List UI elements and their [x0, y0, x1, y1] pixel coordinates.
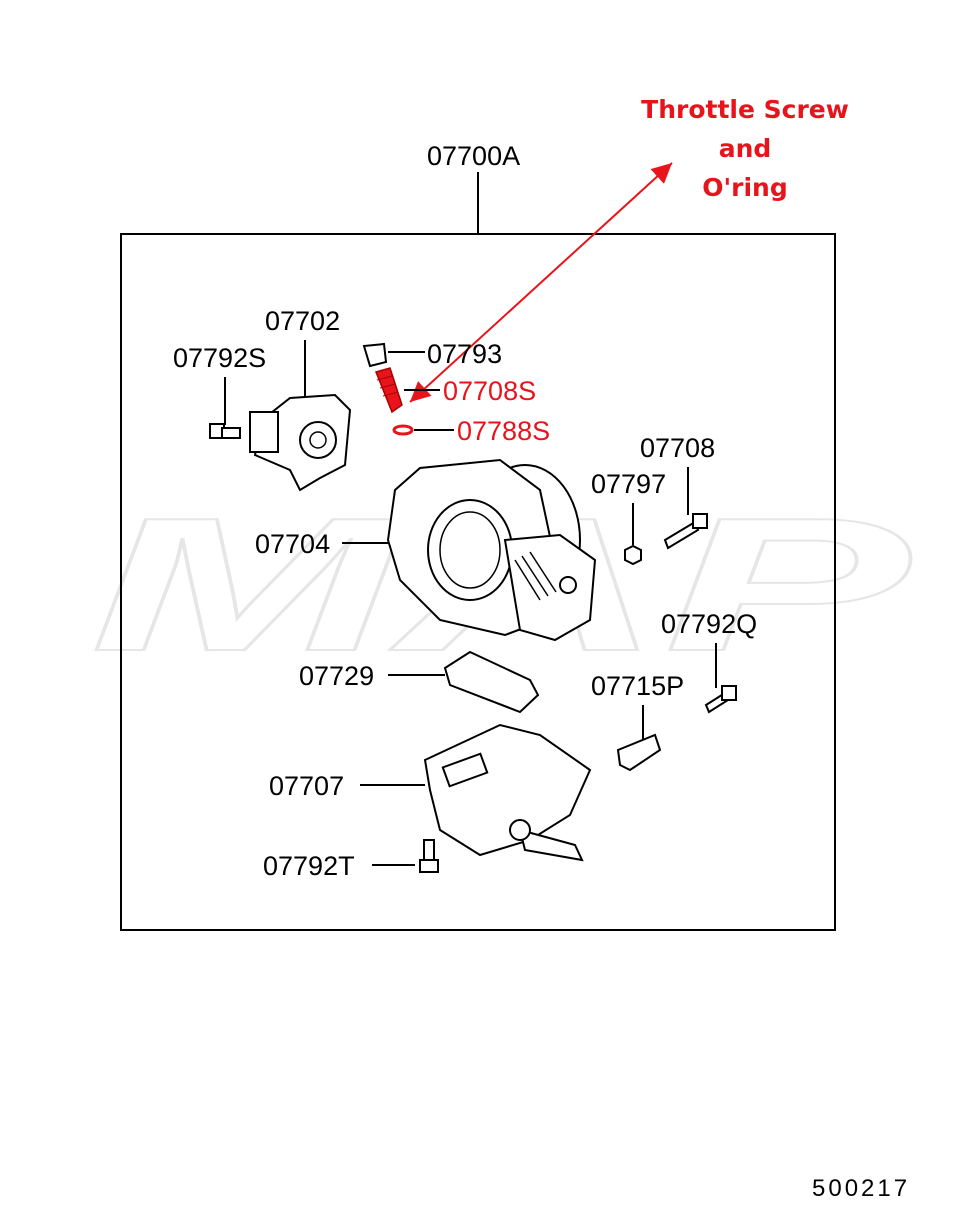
nut-07797[interactable]	[624, 544, 642, 566]
label-07792T[interactable]: 07792T	[263, 851, 355, 881]
bolt-07708[interactable]	[663, 513, 708, 550]
diagram-code: 500217	[812, 1175, 910, 1202]
connector-07715P[interactable]	[616, 733, 662, 772]
o-ring-07788S[interactable]	[392, 424, 414, 436]
label-07788S[interactable]: 07788S	[457, 416, 550, 446]
part-labels: 07702 07792S 07793 07708S 07788S 07708 0…	[173, 306, 757, 881]
label-07793[interactable]: 07793	[427, 339, 502, 369]
label-07792Q[interactable]: 07792Q	[661, 609, 757, 639]
throttle-position-sensor[interactable]	[249, 393, 352, 492]
sensor-screw[interactable]	[209, 423, 241, 439]
idle-speed-control-07707[interactable]	[423, 723, 592, 862]
label-07708[interactable]: 07708	[640, 433, 715, 463]
throttle-screw-07708S[interactable]	[374, 367, 403, 414]
label-07707[interactable]: 07707	[269, 771, 344, 801]
leader-lines	[224, 340, 717, 866]
label-07704[interactable]: 07704	[255, 529, 330, 559]
svg-text:and: and	[719, 134, 772, 163]
throttle-body[interactable]	[386, 458, 597, 642]
label-07702[interactable]: 07702	[265, 306, 340, 336]
label-07715P[interactable]: 07715P	[591, 671, 684, 701]
annotation-arrow	[409, 162, 673, 403]
throttle-screw-annotation: Throttle Screw and O'ring	[641, 95, 849, 202]
label-07792S[interactable]: 07792S	[173, 343, 266, 373]
gasket-07729[interactable]	[443, 650, 540, 714]
label-07797[interactable]: 07797	[591, 469, 666, 499]
svg-text:Throttle Screw: Throttle Screw	[641, 95, 849, 124]
assembly-label[interactable]: 07700A	[427, 141, 520, 171]
cap-07793[interactable]	[362, 342, 388, 368]
label-07729[interactable]: 07729	[299, 661, 374, 691]
svg-text:O'ring: O'ring	[702, 173, 788, 202]
label-07708S[interactable]: 07708S	[443, 376, 536, 406]
screw-07792Q[interactable]	[704, 685, 737, 714]
screw-07792T[interactable]	[419, 839, 439, 873]
